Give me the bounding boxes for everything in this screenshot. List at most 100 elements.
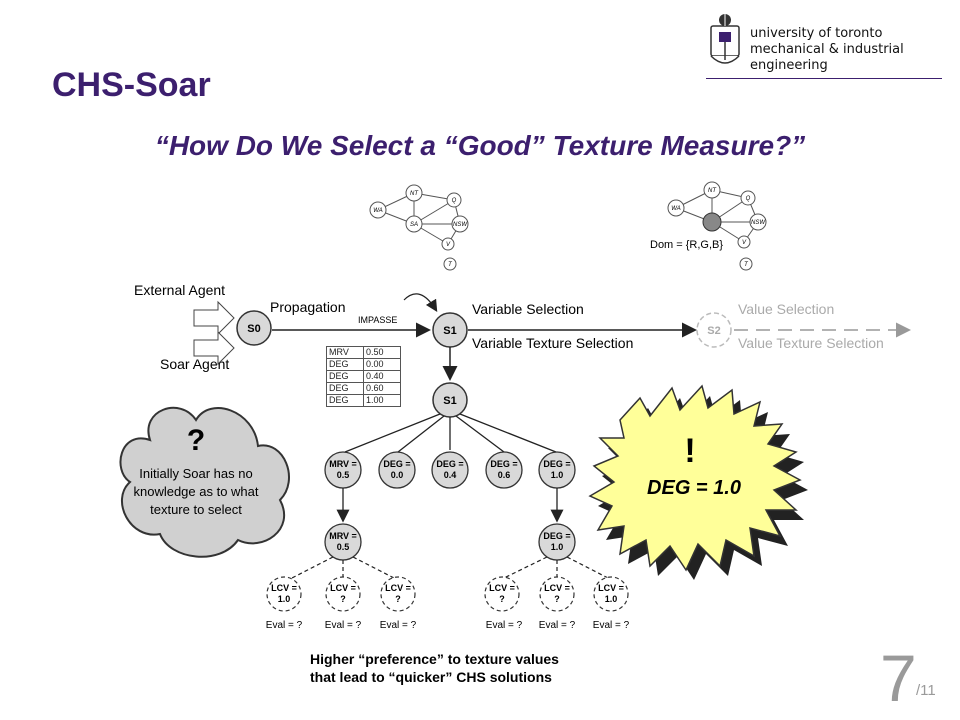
l1-node-2-label: DEG = — [383, 459, 410, 469]
leaf-6-label: LCV = — [598, 583, 624, 593]
burst-exclamation: ! — [684, 432, 695, 470]
leaf-4-eval: Eval = ? — [486, 620, 523, 631]
graph-a-node-nsw: NSW — [453, 222, 468, 228]
university-line2: mechanical & industrial engineering — [750, 42, 904, 73]
leaf-3-label: LCV = — [385, 583, 411, 593]
l1-node-3-value: 0.4 — [444, 470, 457, 480]
l1-node-1-label: MRV = — [329, 459, 357, 469]
leaf-6-eval: Eval = ? — [593, 620, 630, 631]
graph-b-node-wa: WA — [671, 206, 681, 212]
l1-node-5-label: DEG = — [543, 459, 570, 469]
graph-a-node-t: T — [448, 262, 453, 268]
domain-label: Dom = {R,G,B} — [650, 239, 723, 251]
state-s1: S1 — [443, 325, 456, 337]
leaf-3-value: ? — [395, 594, 401, 604]
l2-left-value: 0.5 — [337, 542, 350, 552]
table-cell: 1.00 — [363, 394, 401, 407]
result-burst: ! DEG = 1.0 — [588, 384, 808, 580]
l1-node-4-value: 0.6 — [498, 470, 511, 480]
university-line1: university of toronto — [750, 26, 883, 41]
university-name: university of toronto mechanical & indus… — [750, 26, 960, 74]
table-cell: DEG — [326, 370, 364, 383]
l1-node-1-value: 0.5 — [337, 470, 350, 480]
caption-line1: Higher “preference” to texture values — [310, 651, 559, 667]
table-cell: 0.00 — [363, 358, 401, 371]
university-crest-icon — [705, 12, 745, 75]
soar-agent-label: Soar Agent — [160, 356, 229, 372]
l2-right-value: 1.0 — [551, 542, 564, 552]
graph-a-node-sa: SA — [410, 222, 418, 228]
graph-b-node-t: T — [744, 262, 749, 268]
leaf-1-eval: Eval = ? — [266, 620, 303, 631]
graph-b-highlighted-node — [702, 212, 722, 232]
cloud-line1: Initially Soar has no — [139, 466, 252, 481]
caption-line2: that lead to “quicker” CHS solutions — [310, 669, 552, 685]
graph-b-node-q: Q — [746, 196, 751, 202]
graph-a-node-v: V — [446, 242, 451, 248]
graph-a-node-q: Q — [452, 198, 457, 204]
table-cell: MRV — [326, 346, 364, 359]
graph-a-node-nt: NT — [410, 191, 419, 197]
l2-right-label: DEG = — [543, 531, 570, 541]
state-s1-child: S1 — [443, 395, 456, 407]
table-cell: 0.60 — [363, 382, 401, 395]
impasse-label: IMPASSE — [358, 315, 397, 325]
leaf-1-label: LCV = — [271, 583, 297, 593]
page-total: /11 — [916, 682, 936, 699]
leaf-3-eval: Eval = ? — [380, 620, 417, 631]
l1-node-5-value: 1.0 — [551, 470, 564, 480]
leaf-5-label: LCV = — [544, 583, 570, 593]
state-s2: S2 — [707, 325, 720, 337]
page-subtitle: “How Do We Select a “Good” Texture Measu… — [154, 130, 806, 161]
l1-node-4-label: DEG = — [490, 459, 517, 469]
burst-text: DEG = 1.0 — [647, 477, 741, 499]
header-rule — [706, 78, 942, 79]
table-cell: DEG — [326, 382, 364, 395]
l1-node-3-label: DEG = — [436, 459, 463, 469]
table-cell: DEG — [326, 394, 364, 407]
page-title: CHS-Soar — [52, 66, 211, 104]
cloud-line3: texture to select — [150, 502, 242, 517]
external-agent-arrow-icon — [193, 300, 235, 336]
value-texture-selection-label: Value Texture Selection — [738, 335, 884, 351]
level1-nodes: MRV = 0.5 DEG = 0.0 DEG = 0.4 DEG = 0.6 … — [324, 451, 576, 489]
leaf-2-label: LCV = — [330, 583, 356, 593]
constraint-graph-a: NT WA Q SA NSW V T — [369, 184, 469, 271]
leaf-4-label: LCV = — [489, 583, 515, 593]
cloud-question-mark: ? — [187, 424, 205, 457]
variable-selection-label: Variable Selection — [472, 301, 584, 317]
graph-b-node-nt: NT — [708, 188, 717, 194]
propagation-label: Propagation — [270, 299, 346, 315]
leaf-2-eval: Eval = ? — [325, 620, 362, 631]
graph-b-node-nsw: NSW — [751, 220, 766, 226]
leaf-5-eval: Eval = ? — [539, 620, 576, 631]
leaf-2-value: ? — [340, 594, 346, 604]
leaf-6-value: 1.0 — [605, 594, 618, 604]
table-cell: 0.40 — [363, 370, 401, 383]
value-selection-label: Value Selection — [738, 301, 834, 317]
table-cell: 0.50 — [363, 346, 401, 359]
cloud-line2: knowledge as to what — [133, 484, 258, 499]
constraint-graph-b: NT WA Q NSW V T Dom = {R,G,B} — [650, 181, 767, 271]
leaf-4-value: ? — [499, 594, 505, 604]
graph-a-node-wa: WA — [373, 208, 383, 214]
leaf-5-value: ? — [554, 594, 560, 604]
table-cell: DEG — [326, 358, 364, 371]
leaf-1-value: 1.0 — [278, 594, 291, 604]
state-s0: S0 — [247, 323, 260, 335]
impasse-curve-arrow — [403, 293, 438, 313]
page-number: 7 — [880, 641, 917, 715]
variable-texture-selection-label: Variable Texture Selection — [472, 335, 633, 351]
knowledge-cloud: ? Initially Soar has no knowledge as to … — [119, 406, 290, 558]
soar-agent-arrow-icon — [193, 330, 235, 366]
l2-left-label: MRV = — [329, 531, 357, 541]
external-agent-label: External Agent — [134, 282, 225, 298]
l1-node-2-value: 0.0 — [391, 470, 404, 480]
